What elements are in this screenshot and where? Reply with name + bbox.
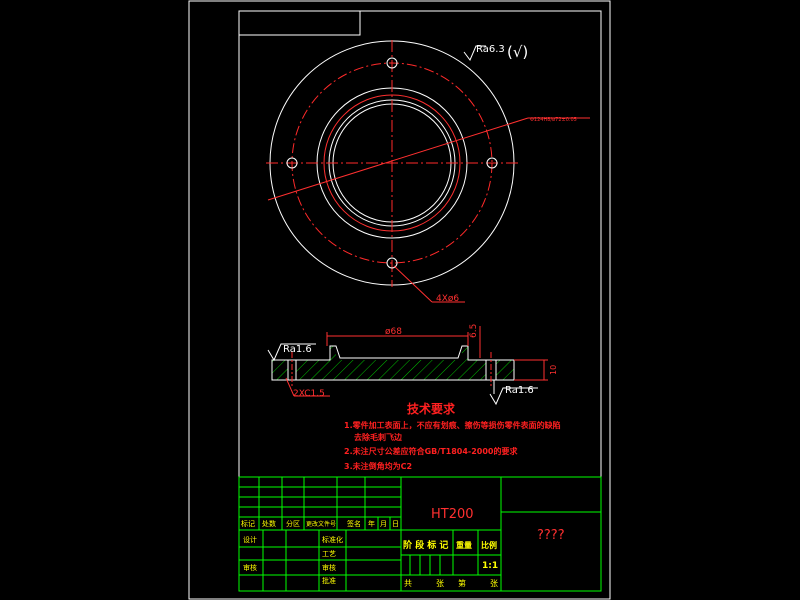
tb-stage-label: 阶 段 标 记 [403,539,448,551]
section-body-hatch [296,346,486,380]
top-view: Φ124H8/ø72±0.05 4Xø6 Ra6.3 (√) [266,40,590,304]
technical-requirements: 技术要求 1.零件加工表面上，不应有划痕、擦伤等损伤零件表面的缺陷 去除毛刺飞边… [344,401,561,471]
section-ra-left: Ra1.6 [283,344,312,355]
surface-finish-symbol-icon [463,45,486,61]
title-block [238,476,602,592]
bolt-hole-right [486,157,498,169]
tb-sheet-no: 第 [458,578,466,588]
drawing-name: ???? [537,528,565,543]
dim-inner-diameter: ø68 [385,327,402,337]
tb-standardize: 标准化 [322,535,343,544]
surface-finish-top-paren: (√) [507,43,528,61]
chamfer-label: 2XC1.5 [293,389,325,399]
tb-review: 审核 [243,563,257,572]
tb-process-review: 审核 [322,563,336,572]
dim-depth: 6.5 [469,324,479,338]
ra-right-symbol-icon [489,387,538,406]
bolt-hole-left [286,157,298,169]
diameter-leader [267,117,529,201]
tb-scale-value: 1:1 [482,561,498,571]
tb-weight-label: 重量 [456,540,472,550]
tb-header-change-doc: 更改文件号 [306,520,336,528]
hole-leader [393,265,433,303]
dim-thickness: 10 [549,365,558,375]
title-block-text: 标记 处数 分区 更改文件号 签名 年 月 日 设计 标准化 工艺 审核 审核 … [241,519,498,588]
tb-header-year: 年 [368,519,375,528]
inner-frame [238,10,602,592]
tb-sheet-label: 张 [490,579,498,588]
tb-header-day: 日 [392,520,399,528]
section-ra-right: Ra1.6 [505,385,534,396]
requirement-3: 3.未注倒角均为C2 [344,461,412,471]
bolt-hole-top [386,57,398,69]
tb-header-zone: 分区 [286,519,300,528]
tb-sheets-label: 张 [436,579,444,588]
requirements-title: 技术要求 [407,401,456,416]
outer-frame [188,0,611,600]
requirement-1: 1.零件加工表面上，不应有划痕、擦伤等损伤零件表面的缺陷 [344,420,561,430]
material-label: HT200 [431,507,474,522]
tb-scale-label: 比例 [481,540,497,550]
requirement-1b: 去除毛刺飞边 [354,432,403,442]
ra-left-symbol-icon [267,343,316,362]
section-right-flange-hatch [496,360,514,380]
bolt-hole-bottom [386,257,398,269]
chamfer-leader [285,377,295,397]
requirement-2: 2.未注尺寸公差应符合GB/T1804-2000的要求 [344,446,518,456]
tb-header-month: 月 [380,520,387,528]
section-view: ø68 6.5 10 Ra1.6 Ra1.6 2XC1.5 [267,324,558,406]
tb-approve: 批准 [322,576,336,585]
tb-craft: 工艺 [322,550,336,558]
tb-header-count: 处数 [262,519,276,528]
section-left-flange-hatch [272,360,288,380]
tb-design: 设计 [243,535,257,544]
bolt-circle-label: Φ124H8/ø72±0.05 [530,117,577,123]
tb-sheets-total: 共 [404,579,412,588]
code-box [238,10,361,36]
hole-callout: 4Xø6 [436,294,459,304]
tb-header-sign: 签名 [347,519,361,528]
tb-header-mark: 标记 [241,519,255,528]
surface-finish-top: Ra6.3 [476,44,505,55]
